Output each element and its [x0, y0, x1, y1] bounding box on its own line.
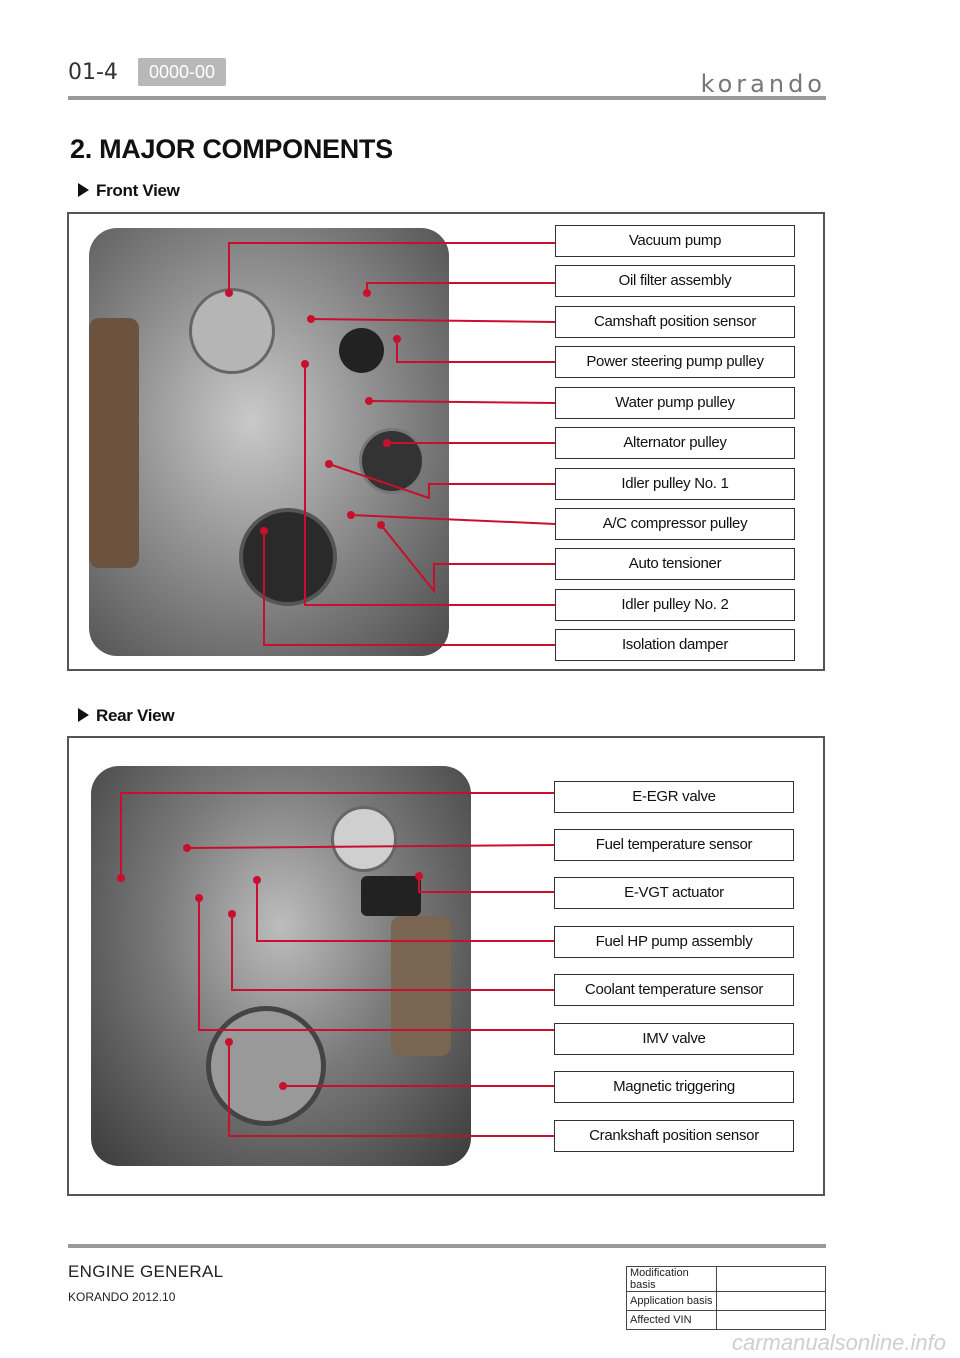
- label-auto-tensioner: Auto tensioner: [555, 548, 795, 580]
- basis-table: Modification basis Application basis Aff…: [626, 1266, 826, 1330]
- section-code-badge: 0000-00: [138, 58, 226, 86]
- basis-row: Affected VIN: [626, 1310, 826, 1330]
- label-water-pump-pulley: Water pump pulley: [555, 387, 795, 419]
- label-alternator-pulley: Alternator pulley: [555, 427, 795, 459]
- label-fuel-temperature-sensor: Fuel temperature sensor: [554, 829, 794, 861]
- page-number: 01-4: [68, 60, 118, 85]
- basis-key: Modification basis: [626, 1266, 717, 1292]
- rear-view-heading: Rear View: [78, 706, 175, 726]
- footer-section-title: ENGINE GENERAL: [68, 1262, 224, 1281]
- label-fuel-hp-pump-assembly: Fuel HP pump assembly: [554, 926, 794, 958]
- basis-row: Application basis: [626, 1291, 826, 1311]
- label-oil-filter-assembly: Oil filter assembly: [555, 265, 795, 297]
- label-crankshaft-position-sensor: Crankshaft position sensor: [554, 1120, 794, 1152]
- label-e-vgt-actuator: E-VGT actuator: [554, 877, 794, 909]
- page-title: 2. MAJOR COMPONENTS: [70, 134, 393, 164]
- label-isolation-damper: Isolation damper: [555, 629, 795, 661]
- watermark: carmanualsonline.info: [731, 1330, 946, 1355]
- front-leader-lines: [225, 242, 556, 646]
- footer-model: KORANDO 2012.10: [68, 1290, 176, 1304]
- basis-key: Application basis: [626, 1291, 717, 1311]
- front-view-heading-text: Front View: [96, 181, 180, 200]
- footer-rule: [68, 1244, 826, 1248]
- rear-leader-lines: [117, 792, 555, 1137]
- label-coolant-temperature-sensor: Coolant temperature sensor: [554, 974, 794, 1006]
- label-magnetic-triggering: Magnetic triggering: [554, 1071, 794, 1103]
- basis-value: [716, 1266, 826, 1292]
- label-vacuum-pump: Vacuum pump: [555, 225, 795, 257]
- triangle-bullet-icon: [78, 708, 89, 722]
- triangle-bullet-icon: [78, 183, 89, 197]
- label-ac-compressor-pulley: A/C compressor pulley: [555, 508, 795, 540]
- label-idler-pulley-2: Idler pulley No. 2: [555, 589, 795, 621]
- header-rule: [68, 96, 826, 100]
- front-view-panel: Vacuum pump Oil filter assembly Camshaft…: [67, 212, 825, 671]
- label-power-steering-pump-pulley: Power steering pump pulley: [555, 346, 795, 378]
- front-view-heading: Front View: [78, 181, 180, 201]
- rear-view-heading-text: Rear View: [96, 706, 175, 725]
- label-imv-valve: IMV valve: [554, 1023, 794, 1055]
- label-idler-pulley-1: Idler pulley No. 1: [555, 468, 795, 500]
- basis-row: Modification basis: [626, 1266, 826, 1292]
- basis-value: [716, 1291, 826, 1311]
- label-e-egr-valve: E-EGR valve: [554, 781, 794, 813]
- brand-logo: korando: [700, 70, 826, 98]
- rear-view-panel: E-EGR valve Fuel temperature sensor E-VG…: [67, 736, 825, 1196]
- label-camshaft-position-sensor: Camshaft position sensor: [555, 306, 795, 338]
- rear-engine-photo: [91, 766, 471, 1166]
- basis-value: [716, 1310, 826, 1330]
- basis-key: Affected VIN: [626, 1310, 717, 1330]
